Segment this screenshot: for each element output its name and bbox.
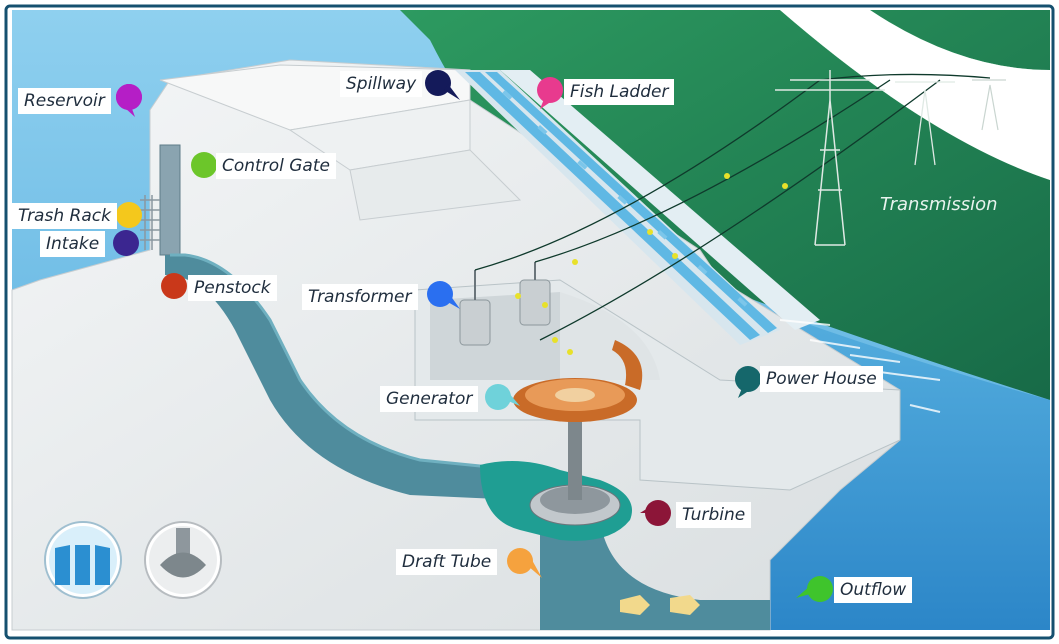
transformer-marker	[427, 281, 460, 309]
control-gate-tower	[159, 144, 181, 256]
transformer-units	[459, 262, 551, 346]
penstock-marker	[161, 273, 187, 299]
power-house-marker	[735, 366, 761, 398]
generator-marker	[485, 384, 520, 410]
spillway-marker	[425, 70, 460, 100]
turbine-icon	[144, 521, 222, 599]
draft-tube-marker	[507, 548, 542, 578]
reservoir-marker	[115, 84, 142, 117]
trash-rack-label: Trash Rack	[12, 203, 117, 229]
intake-marker	[113, 230, 139, 256]
penstock-label: Penstock	[188, 275, 277, 301]
outflow-label: Outflow	[834, 577, 913, 603]
transmission-tower-near	[775, 70, 885, 246]
dam-spillway-icon	[44, 521, 122, 599]
trash-rack-marker	[116, 202, 142, 228]
intake-label: Intake	[40, 231, 106, 257]
draft-tube-label: Draft Tube	[396, 549, 498, 575]
fish-ladder-marker	[537, 77, 563, 109]
fish-ladder-label: Fish Ladder	[564, 79, 675, 105]
penstock-pipe	[165, 255, 520, 500]
transmission-label: Transmission	[880, 194, 998, 215]
transmission-tower-far	[972, 79, 1006, 131]
outflow-marker	[796, 576, 833, 602]
transformer-label: Transformer	[302, 284, 418, 310]
transmission-tower-mid	[895, 81, 955, 166]
draft-tube-channel	[540, 520, 770, 630]
control-gate-marker	[191, 152, 217, 178]
turbine-label: Turbine	[676, 502, 752, 528]
fish-ladder	[500, 70, 820, 330]
reservoir-label: Reservoir	[18, 88, 111, 114]
control-gate-label: Control Gate	[216, 153, 336, 179]
turbine-marker	[640, 500, 671, 526]
transmission-lines	[474, 73, 991, 341]
power-house-label: Power House	[760, 366, 883, 392]
spillway-label: Spillway	[340, 71, 423, 97]
generator-label: Generator	[380, 386, 479, 412]
